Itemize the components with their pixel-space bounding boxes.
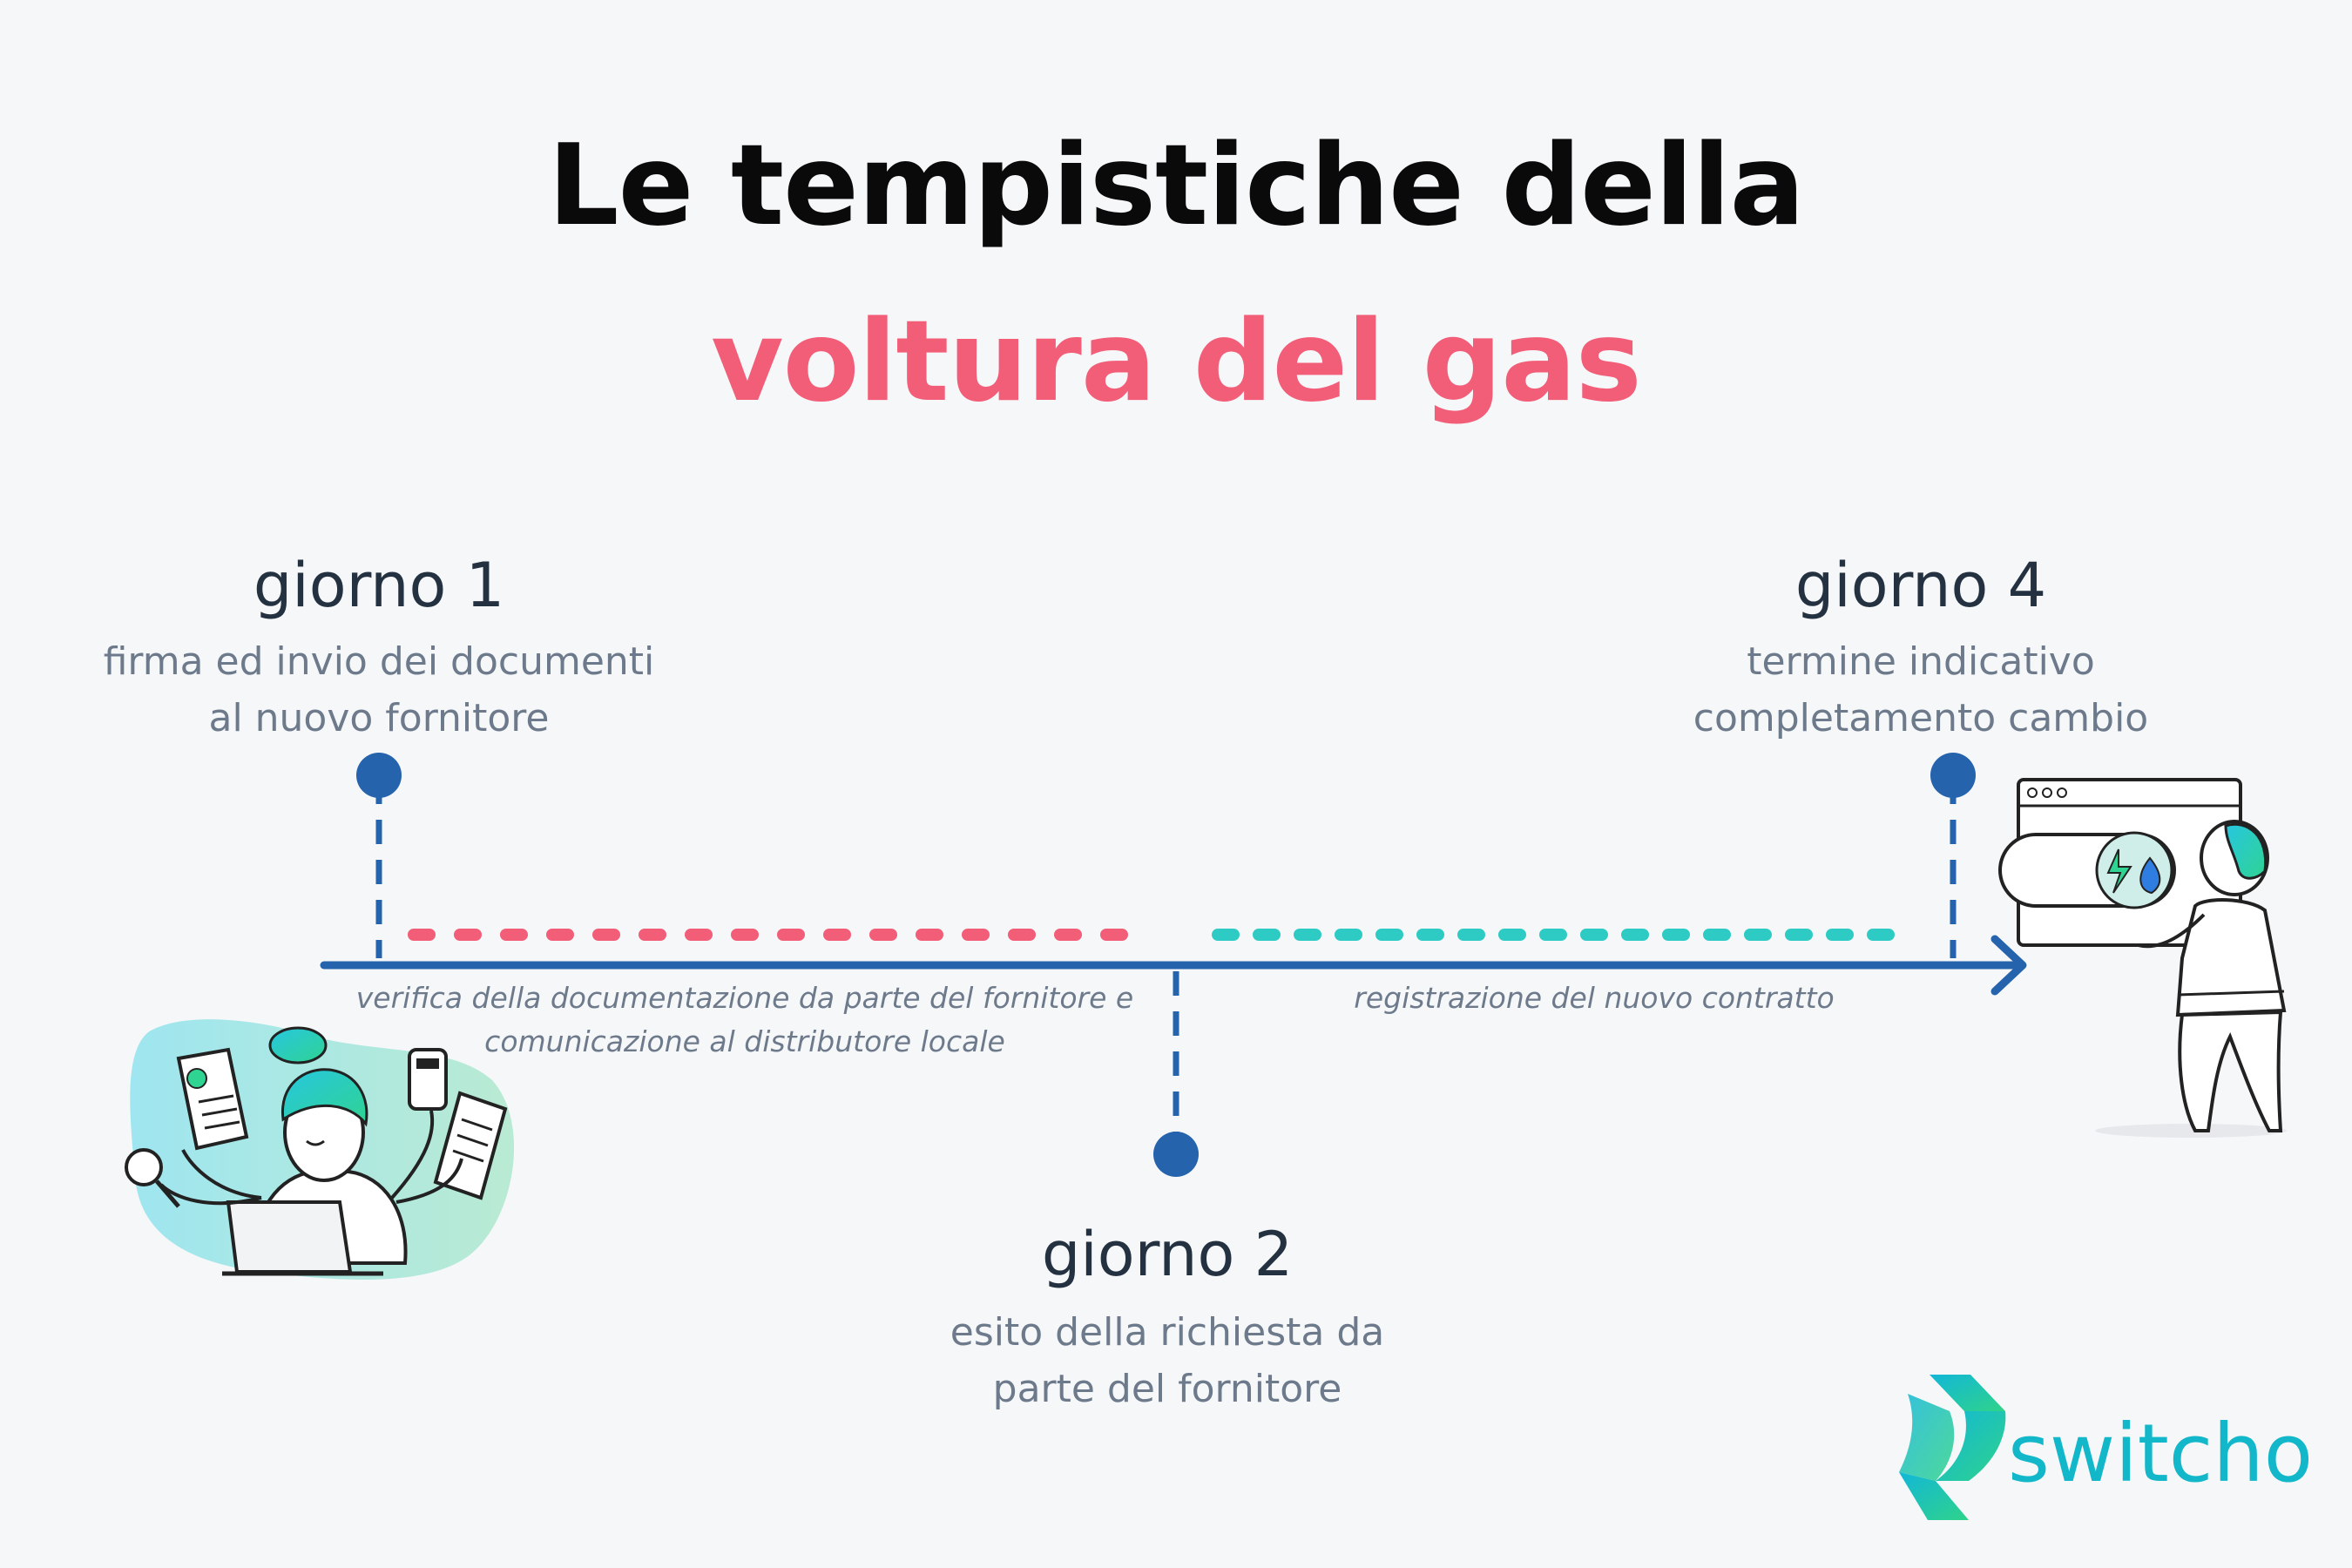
milestone-2-desc-line-2: parte del fornitore <box>992 1367 1342 1411</box>
milestone-1-marker <box>356 753 402 798</box>
milestone-3-desc-line-1: termine indicativo <box>1747 639 2095 684</box>
phase-2-note: registrazione del nuovo contratto <box>1354 981 1835 1015</box>
person-documents-illustration <box>125 1019 515 1280</box>
milestone-3-day: giorno 4 <box>1794 550 2047 621</box>
milestone-2-desc-line-1: esito della richiesta da <box>950 1310 1385 1355</box>
milestone-3-marker <box>1930 753 1976 798</box>
milestone-2-day: giorno 2 <box>1041 1219 1294 1290</box>
title-line-2: voltura del gas <box>711 297 1642 427</box>
title-line-1: Le tempistiche della <box>548 121 1805 251</box>
milestone-2-marker <box>1153 1132 1199 1177</box>
phase-1-note-line-1: verifica della documentazione da parte d… <box>355 981 1134 1015</box>
person-switch-illustration <box>1998 778 2287 1138</box>
milestone-1-day: giorno 1 <box>253 550 505 621</box>
phase-1-note-line-2: comunicazione al distributore locale <box>484 1024 1005 1058</box>
milestone-1-desc-line-2: al nuovo fornitore <box>208 696 550 740</box>
brand-name: switcho <box>2008 1407 2313 1500</box>
switcho-logo-icon <box>1899 1375 2006 1520</box>
milestone-1-desc-line-1: firma ed invio dei documenti <box>103 639 655 684</box>
timeline-arrow-head <box>1990 935 2027 996</box>
milestone-3-desc-line-2: completamento cambio <box>1693 696 2149 740</box>
